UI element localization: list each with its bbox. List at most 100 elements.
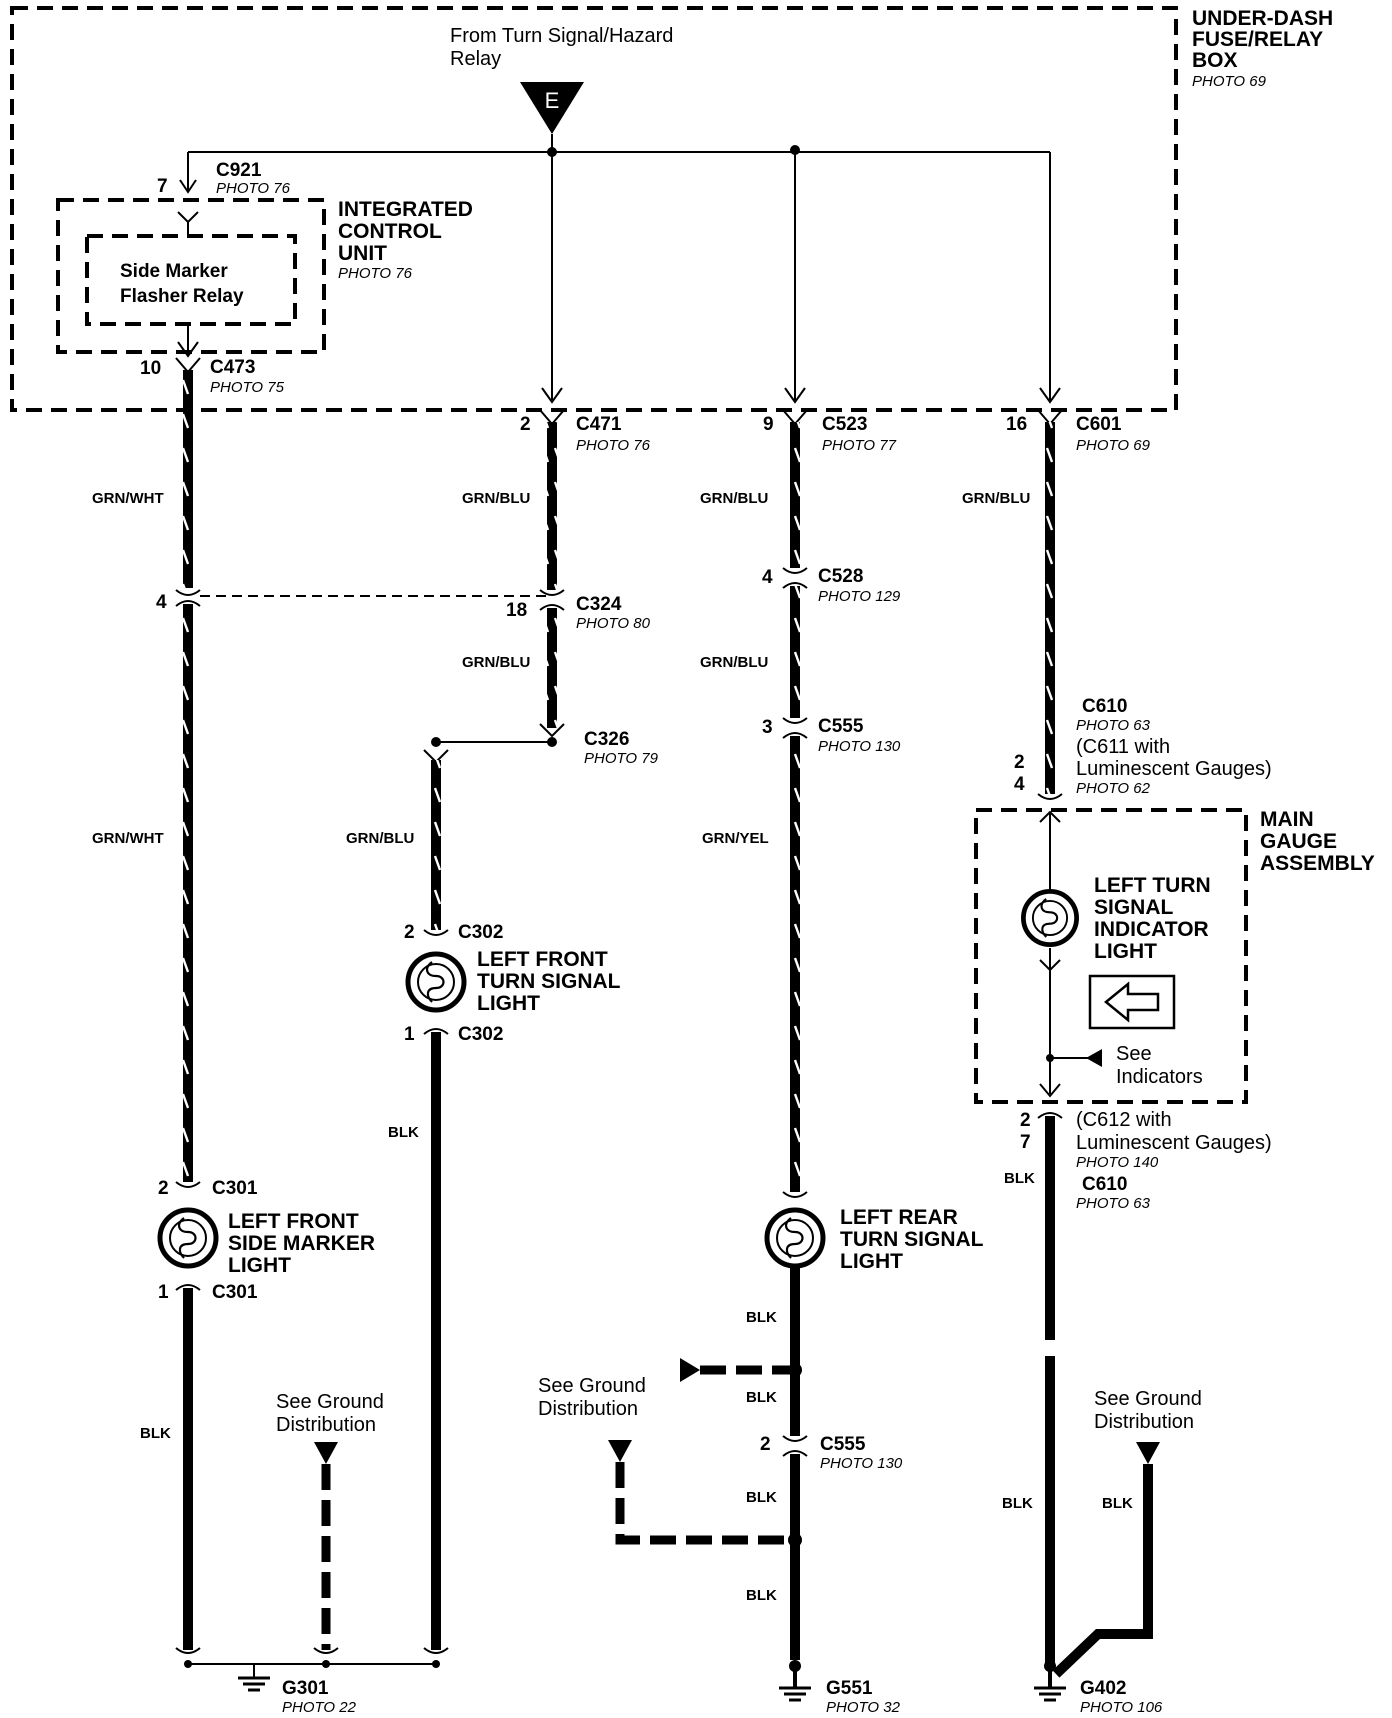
wire-2-label-lower: GRN/BLU: [462, 654, 530, 671]
c326-photo: PHOTO 79: [584, 750, 659, 767]
c528-pin: 4: [762, 567, 773, 588]
g402-ground-wire: [1052, 1464, 1153, 1678]
c601-photo: PHOTO 69: [1076, 437, 1151, 454]
icu-title-l1: INTEGRATED: [338, 198, 473, 221]
c473-id: C473: [210, 357, 255, 378]
icu-title-l2: CONTROL: [338, 220, 442, 243]
indicator-label-l1: LEFT TURN: [1094, 874, 1211, 897]
c610a-pin-b: 4: [1014, 774, 1025, 795]
c610b-photo: PHOTO 63: [1076, 1195, 1151, 1212]
ground-ref-3-l2: Distribution: [1094, 1411, 1194, 1433]
c610a-alt-photo: PHOTO 62: [1076, 780, 1151, 797]
ground-ref-arrow-4-icon: [1136, 1442, 1160, 1464]
c324-pin-a: 4: [156, 592, 167, 613]
c523-photo: PHOTO 77: [822, 437, 897, 454]
indicator-label-l4: LIGHT: [1094, 940, 1157, 963]
c301b-id: C301: [212, 1282, 258, 1303]
front-turn-lamp-icon: [408, 954, 464, 1010]
wire-4b-label: GRN/BLU: [700, 654, 768, 671]
indicator-label-l2: SIGNAL: [1094, 896, 1174, 919]
c302a-id: C302: [458, 922, 503, 943]
c555b-pin: 2: [760, 1434, 771, 1455]
left-arrow-symbol-box: [1088, 974, 1176, 1030]
c324-id: C324: [576, 594, 622, 615]
c555b-id: C555: [820, 1434, 866, 1455]
c921-photo: PHOTO 76: [216, 180, 291, 197]
g402-photo: PHOTO 106: [1080, 1699, 1163, 1716]
wire-1-label-lower: GRN/WHT: [92, 830, 164, 847]
wire-1-label-upper: GRN/WHT: [92, 490, 164, 507]
c301b-pin: 1: [158, 1282, 169, 1303]
c610b-alt-photo: PHOTO 140: [1076, 1154, 1159, 1171]
g551-ground-icon: [777, 1658, 813, 1702]
source-label-l2: Relay: [450, 48, 501, 70]
wire-blk-5b-label: BLK: [1002, 1495, 1033, 1512]
under-dash-photo: PHOTO 69: [1192, 73, 1267, 90]
g301-id: G301: [282, 1678, 329, 1699]
side-marker-label-l2: SIDE MARKER: [228, 1232, 375, 1255]
relay-label-l2: Flasher Relay: [120, 286, 244, 307]
c610a-photo: PHOTO 63: [1076, 717, 1151, 734]
c471-pin: 2: [520, 414, 531, 435]
g402-id: G402: [1080, 1678, 1126, 1699]
under-dash-title-l1: UNDER-DASH: [1192, 7, 1333, 30]
wire-4a-label: GRN/BLU: [700, 490, 768, 507]
front-turn-label-l3: LIGHT: [477, 992, 540, 1015]
c610b-id: C610: [1082, 1174, 1127, 1195]
indicator-label-l3: INDICATOR: [1094, 918, 1209, 941]
wire-blk-6-label: BLK: [1102, 1495, 1133, 1512]
rear-turn-label-l1: LEFT REAR: [840, 1206, 958, 1229]
ground-ref-1-l2: Distribution: [276, 1414, 376, 1436]
c302b-id: C302: [458, 1024, 503, 1045]
c324-pin-b: 18: [506, 600, 527, 621]
c555b-photo: PHOTO 130: [820, 1455, 903, 1472]
under-dash-title-l3: BOX: [1192, 49, 1238, 72]
ground-ref-arrow-1-icon: [314, 1442, 338, 1464]
c610b-alt2: Luminescent Gauges): [1076, 1132, 1272, 1154]
side-marker-label-l1: LEFT FRONT: [228, 1210, 359, 1233]
ground-ref-arrow-3-icon: [608, 1440, 632, 1462]
c528-id: C528: [818, 566, 863, 587]
c610a-alt2: Luminescent Gauges): [1076, 758, 1272, 780]
c555a-id: C555: [818, 716, 864, 737]
relay-outline: [85, 234, 297, 326]
gauge-title-l1: MAIN: [1260, 808, 1314, 831]
c471-photo: PHOTO 76: [576, 437, 651, 454]
c301a-id: C301: [212, 1178, 258, 1199]
c610b-pin-a: 2: [1020, 1110, 1031, 1131]
wire-blk-4d-label: BLK: [746, 1587, 777, 1604]
c610b-alt: (C612 with: [1076, 1109, 1172, 1131]
see-indicators-arrow-icon: [1086, 1049, 1102, 1067]
under-dash-box-outline: [10, 6, 1178, 412]
see-indicators-l1: See: [1116, 1043, 1152, 1065]
c473-photo: PHOTO 75: [210, 379, 285, 396]
gauge-assembly-outline: [974, 808, 1248, 1104]
wire-blk-4c-label: BLK: [746, 1489, 777, 1506]
g301-photo: PHOTO 22: [282, 1699, 357, 1716]
ground-ref-1-l1: See Ground: [276, 1391, 384, 1413]
gauge-title-l2: GAUGE: [1260, 830, 1337, 853]
c528-photo: PHOTO 129: [818, 588, 901, 605]
icu-photo: PHOTO 76: [338, 265, 413, 282]
front-turn-label-l1: LEFT FRONT: [477, 948, 608, 971]
wire-blk-4a-label: BLK: [746, 1309, 777, 1326]
g551-id: G551: [826, 1678, 873, 1699]
icu-title-l3: UNIT: [338, 242, 387, 265]
wire-3-label: GRN/BLU: [346, 830, 414, 847]
c610a-id: C610: [1082, 696, 1127, 717]
gauge-title-l3: ASSEMBLY: [1260, 852, 1375, 875]
ground-ref-2-l1: See Ground: [538, 1375, 646, 1397]
left-arrow-icon: [1104, 981, 1160, 1023]
c610a-pin-a: 2: [1014, 752, 1025, 773]
source-triangle-icon: [520, 82, 584, 134]
ground-ref-3-l1: See Ground: [1094, 1388, 1202, 1410]
wire-2-label-upper: GRN/BLU: [462, 490, 530, 507]
c921-pin: 7: [157, 176, 168, 197]
wire-blk-3-label: BLK: [388, 1124, 419, 1141]
wire-blk-5a-label: BLK: [1004, 1170, 1035, 1187]
wire-5-label: GRN/BLU: [962, 490, 1030, 507]
c471-id: C471: [576, 414, 622, 435]
ground-ref-2-l2: Distribution: [538, 1398, 638, 1420]
c301a-pin: 2: [158, 1178, 169, 1199]
